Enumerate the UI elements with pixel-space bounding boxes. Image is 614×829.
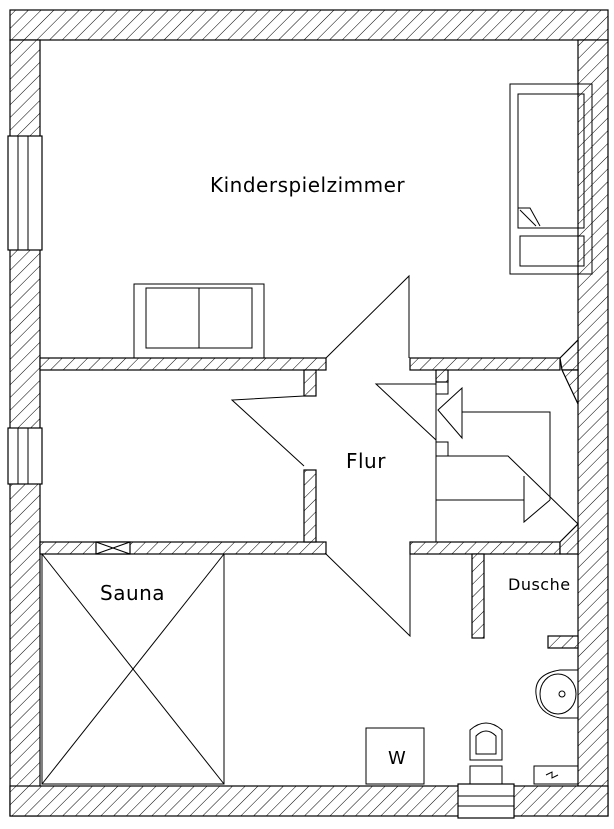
label-flur: Flur <box>346 449 386 473</box>
label-w: W <box>388 748 406 769</box>
bed <box>509 83 593 275</box>
label-dusche: Dusche <box>508 575 571 594</box>
toilet <box>469 722 503 785</box>
sofa <box>133 283 265 359</box>
door-swings <box>230 274 437 638</box>
bottom-window <box>457 783 515 819</box>
left-windows <box>7 135 43 485</box>
wash-basin <box>535 669 578 719</box>
label-kinderspielzimmer: Kinderspielzimmer <box>210 173 405 197</box>
sauna <box>41 541 225 785</box>
washing-machine <box>365 727 425 785</box>
label-sauna: Sauna <box>100 581 165 605</box>
staircase <box>435 381 579 542</box>
electric-box <box>533 765 579 785</box>
